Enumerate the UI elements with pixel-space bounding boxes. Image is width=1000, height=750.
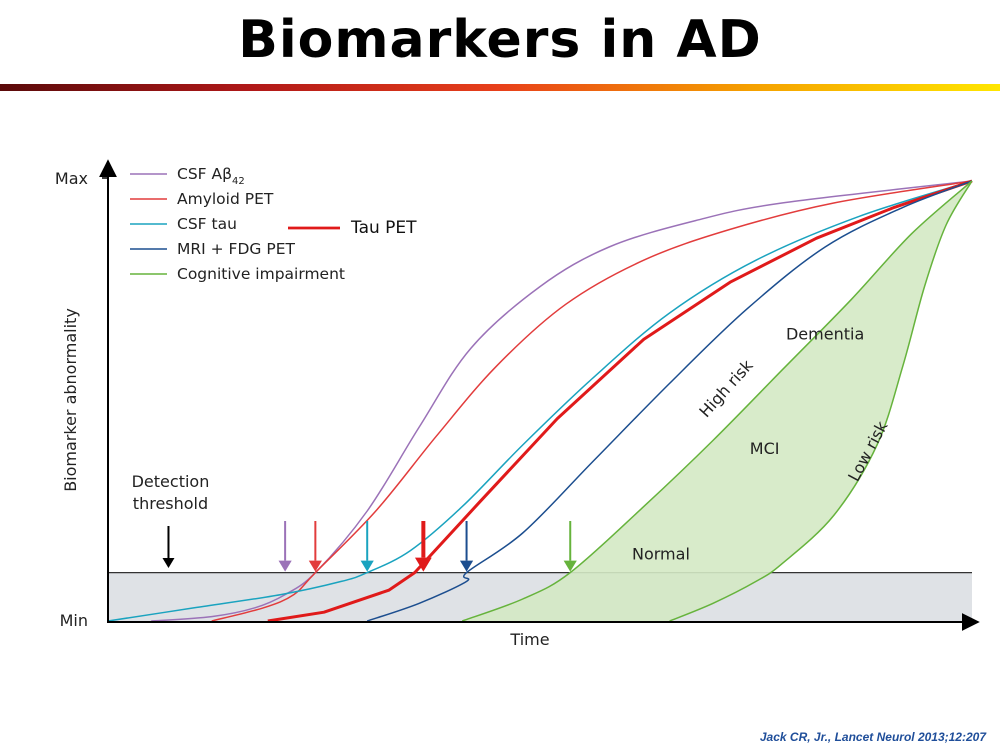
y-axis-label: Biomarker abnormality	[61, 308, 80, 492]
series-line-mri-fdg-pet	[366, 180, 973, 622]
y-tick-label-max: Max	[55, 169, 88, 188]
marker-arrow-csf-tau-head	[360, 560, 374, 572]
marker-arrow-csf-tau	[360, 521, 374, 572]
slide-title: Biomarkers in AD	[238, 10, 762, 70]
series-line-amyloid-pet	[211, 180, 973, 622]
legend-label-amyloid-pet: Amyloid PET	[177, 190, 274, 208]
marker-arrow-tau-pet-head	[414, 557, 432, 572]
legend-label-mri-fdg-pet: MRI + FDG PET	[177, 240, 295, 258]
legend-label-cognitive-impairment: Cognitive impairment	[177, 265, 345, 283]
marker-arrow-csf-a	[278, 521, 292, 572]
marker-arrow-tau-pet	[414, 521, 432, 572]
detection-threshold-arrow	[162, 526, 175, 568]
annotation-dementia: Dementia	[786, 324, 864, 343]
citation-text: Jack CR, Jr., Lancet Neurol 2013;12:207	[759, 730, 986, 744]
marker-arrow-mri-fdg-pet-head	[459, 560, 474, 572]
legend-label-tau-pet: Tau PET	[350, 218, 417, 238]
annotation-mci: MCI	[750, 439, 780, 458]
detection-threshold-arrow-head	[162, 558, 175, 568]
marker-arrow-amyloid-pet	[308, 521, 322, 572]
x-axis-label: Time	[509, 630, 549, 649]
series-line-csf-tau	[107, 180, 973, 622]
annotation-normal: Normal	[632, 544, 690, 563]
series-line-cognitive-impairment	[461, 180, 973, 622]
legend-label-csf-tau: CSF tau	[177, 215, 237, 233]
marker-arrow-csf-a-head	[278, 560, 292, 572]
marker-arrow-cognitive-impairment	[563, 521, 577, 572]
y-tick-label-min: Min	[60, 611, 88, 630]
series-line-tau-pet	[267, 179, 973, 623]
series-line-csf-a	[151, 180, 973, 622]
title-underline-bar	[0, 84, 1000, 91]
marker-arrow-amyloid-pet-head	[308, 560, 322, 572]
marker-arrow-mri-fdg-pet	[459, 521, 474, 572]
marker-arrow-cognitive-impairment-head	[563, 560, 577, 572]
legend-label-csf-a: CSF Aβ42	[177, 165, 245, 187]
low-risk-curve	[669, 180, 973, 622]
